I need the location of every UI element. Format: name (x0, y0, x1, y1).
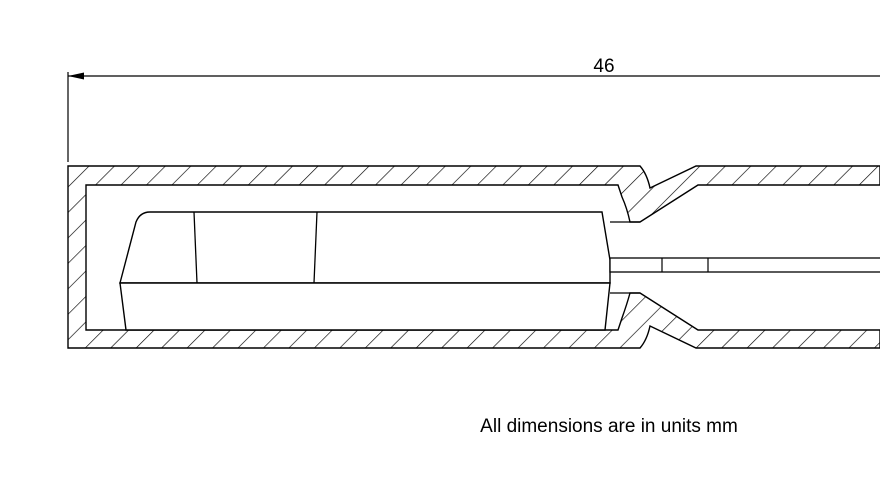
pin-lower-body (119, 282, 611, 331)
dimension-46: 46 (67, 56, 880, 162)
crimp-zone (610, 221, 640, 294)
units-note: All dimensions are in units mm (480, 416, 738, 437)
dimension-label: 46 (593, 56, 614, 77)
pin-segment-line-2 (313, 211, 318, 284)
housing-wall-section (67, 165, 880, 349)
wire-shaft (609, 257, 880, 273)
pin-segment-line-1 (193, 211, 198, 284)
contact-pin (119, 211, 611, 331)
dimension-arrowhead (68, 72, 84, 80)
pin-upper-body (119, 211, 611, 284)
